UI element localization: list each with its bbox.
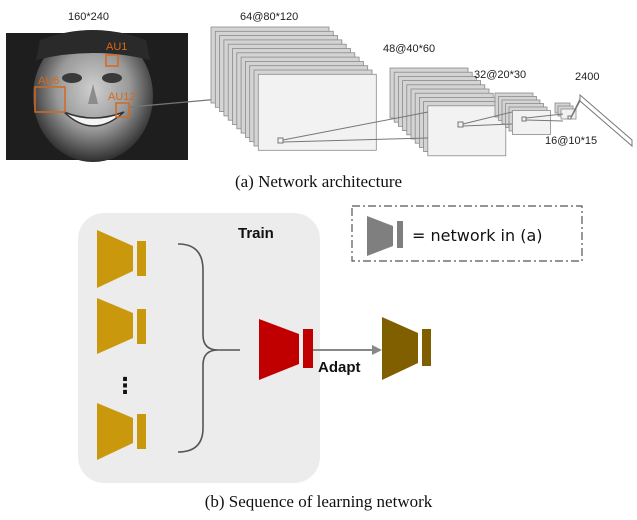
legend: = network in (a): [351, 205, 583, 262]
ellipsis: ⋮: [114, 374, 136, 399]
conv-layer-1-stack: [210, 26, 377, 151]
au6-box: [34, 86, 66, 113]
trained-network-icon: [259, 319, 313, 380]
conv-layer-4-stack: [554, 102, 577, 120]
legend-network-icon: [367, 216, 403, 256]
caption-a: (a) Network architecture: [234, 172, 403, 191]
legend-text: = network in (a): [412, 226, 543, 245]
layer3-sheet: [512, 110, 551, 135]
learning-sequence: Train ⋮: [78, 205, 583, 483]
network-icon-3: [97, 403, 146, 460]
au12-label: AU12: [108, 91, 136, 103]
conv-layer-3-stack: [494, 92, 551, 135]
train-label: Train: [238, 225, 274, 242]
network-architecture: 160*240 AU1 AU6 AU12 64@80*120 48@40*60: [6, 11, 633, 162]
network-icon-2: [97, 298, 146, 354]
layer2-sheet: [427, 105, 507, 157]
fc-layer-label: 2400: [575, 71, 599, 83]
conv-layer-2-stack: [389, 67, 507, 157]
input-face-image: AU1 AU6 AU12: [6, 30, 188, 162]
adapted-network-icon: [382, 317, 431, 380]
au1-label: AU1: [106, 41, 127, 53]
network-icon-1: [97, 230, 146, 288]
layer4-label: 16@10*15: [545, 135, 597, 147]
layer1-sheet: [257, 73, 377, 151]
input-size-label: 160*240: [68, 11, 109, 23]
layer1-label: 64@80*120: [240, 11, 298, 23]
caption-b: (b) Sequence of learning network: [204, 492, 433, 511]
layer2-label: 48@40*60: [383, 43, 435, 55]
layer3-label: 32@20*30: [474, 69, 526, 81]
au6-label: AU6: [38, 75, 59, 87]
adapt-arrow: [313, 345, 382, 355]
au1-box: [105, 54, 119, 67]
adapt-label: Adapt: [318, 359, 361, 376]
au12-box: [115, 102, 130, 118]
